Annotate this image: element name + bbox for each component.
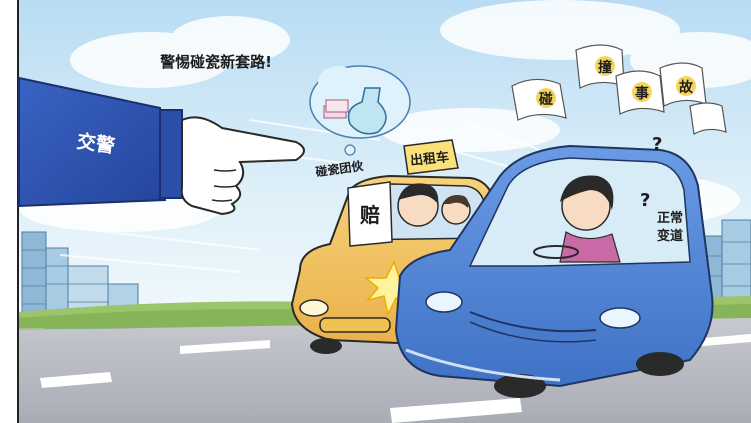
taxi-roof-sign (403, 139, 459, 175)
driver-thought-line-2: 变道 (657, 228, 683, 244)
lane-markings (40, 334, 751, 423)
police-sleeve-label: 交警 (75, 130, 116, 158)
flag-char-1: 碰 (539, 91, 553, 108)
compensation-sign (347, 181, 393, 247)
money-bag-icon (347, 87, 387, 135)
thought-bubble (309, 65, 411, 169)
blue-car (394, 144, 714, 398)
taxi-sign-label: 出租车 (409, 149, 449, 169)
flag-char-3: 事 (635, 85, 649, 102)
blue-car-headlight-right (599, 307, 641, 329)
blue-car-grille (469, 311, 597, 333)
blue-car-wheel-rear (636, 352, 684, 376)
taxi-car (290, 139, 502, 354)
blue-car-headlight-left (425, 291, 463, 313)
blue-car-wheel-front (494, 374, 546, 398)
question-mark-2: ? (640, 190, 650, 211)
driver-thought-line-1: 正常 (657, 210, 683, 226)
question-mark-1: ? (652, 134, 662, 155)
taxi-wheel (310, 338, 342, 354)
police-arm (18, 76, 305, 216)
gang-label: 碰瓷团伙 (314, 158, 366, 180)
steering-wheel-icon (533, 245, 579, 259)
flag-char-4: 故 (679, 79, 694, 96)
frame-left-border (17, 0, 19, 423)
cuff (159, 109, 183, 199)
accident-flags (511, 44, 727, 135)
flag-char-2: 撞 (598, 59, 612, 76)
headline: 警惕碰瓷新套路! (159, 53, 272, 71)
taxi-headlight (299, 299, 329, 317)
compensation-sign-label: 赔 (360, 203, 380, 227)
